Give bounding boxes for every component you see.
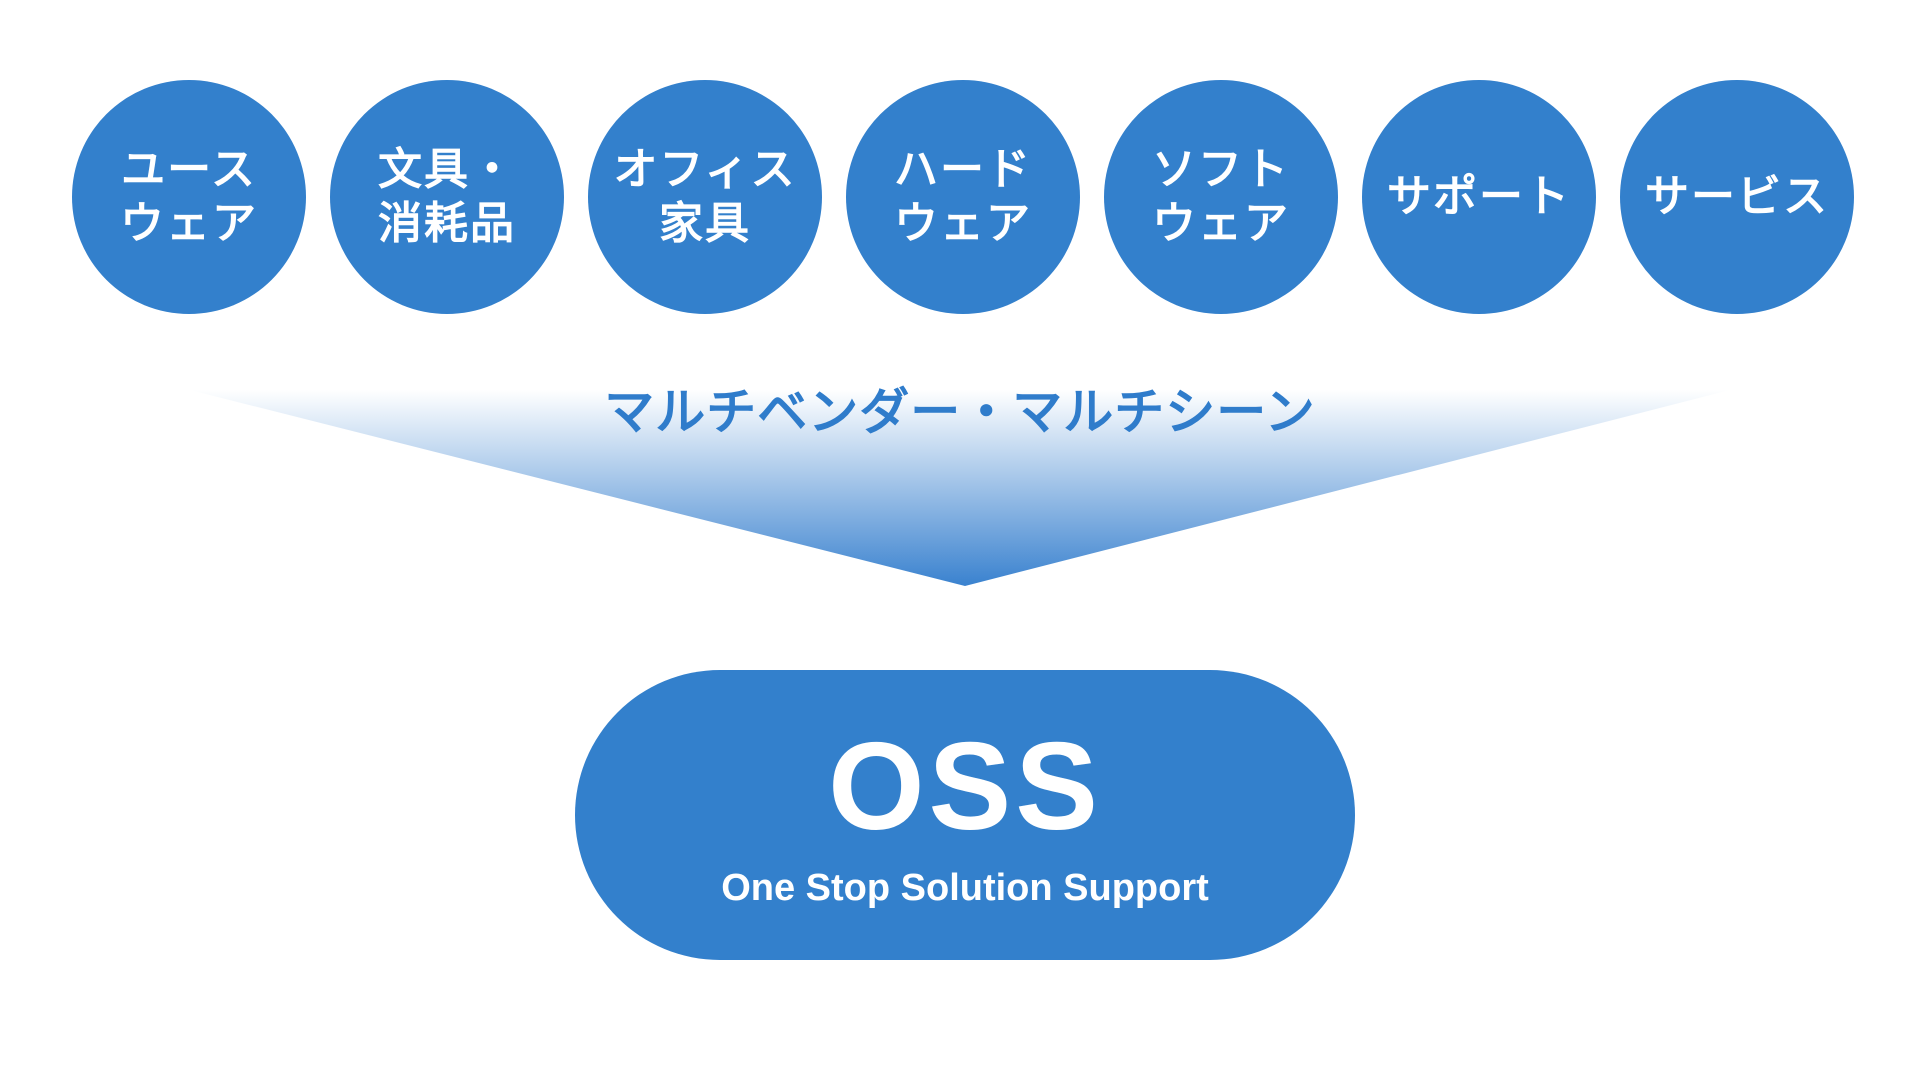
category-label-line1: 文具・ [378, 144, 516, 195]
category-label-line2: ウェア [1152, 198, 1290, 249]
category-label-line1: ハード [894, 144, 1032, 195]
category-circle-hardware: ハード ウェア [846, 80, 1080, 314]
category-circle-stationery: 文具・ 消耗品 [330, 80, 564, 314]
category-label-line2: 消耗品 [378, 198, 516, 249]
tagline: マルチベンダー・マルチシーン [604, 383, 1316, 441]
category-circle-service: サービス [1620, 80, 1854, 314]
category-label-line1: ソフト [1152, 144, 1290, 195]
category-circle-software: ソフト ウェア [1104, 80, 1338, 314]
oss-title: OSS [828, 718, 1102, 856]
funnel-shape [190, 390, 1730, 586]
category-label-line1: サポート [1387, 171, 1571, 222]
category-label-line2: ウェア [894, 198, 1032, 249]
category-label-line1: オフィス [613, 144, 797, 195]
oss-badge: OSS One Stop Solution Support [575, 670, 1355, 960]
category-label-line1: ユース [121, 144, 257, 195]
category-label-line2: 家具 [659, 198, 751, 249]
oss-subtitle: One Stop Solution Support [721, 867, 1209, 909]
category-circle-useware: ユース ウェア [72, 80, 306, 314]
category-circle-support: サポート [1362, 80, 1596, 314]
category-label-line2: ウェア [120, 198, 258, 249]
funnel-arrow [190, 390, 1730, 586]
category-circle-office-furniture: オフィス 家具 [588, 80, 822, 314]
category-label-line1: サービス [1645, 171, 1829, 222]
